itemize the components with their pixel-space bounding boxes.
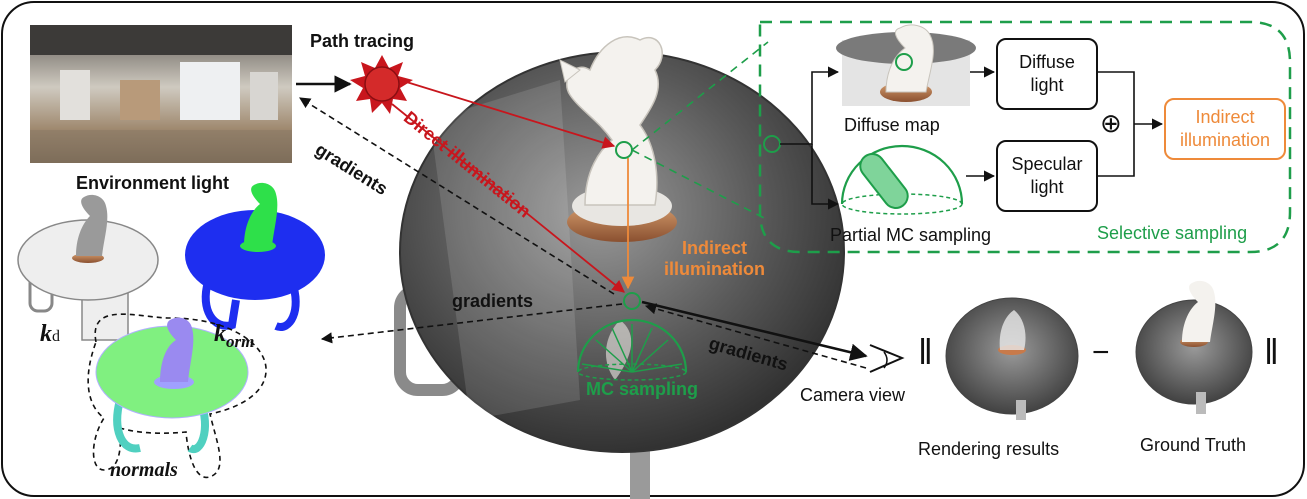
direct-arrow-upper bbox=[399, 79, 616, 149]
camera-view-label: Camera view bbox=[800, 385, 906, 405]
plus-circle-icon: ⊕ bbox=[1100, 108, 1122, 138]
diffuse-light-box: Diffuse light bbox=[996, 38, 1098, 110]
kd-material-image bbox=[17, 194, 159, 341]
gradient-arrow-to-env bbox=[299, 97, 615, 295]
selective-sampling-label: Selective sampling bbox=[1097, 223, 1248, 243]
mc-sampling-label: MC sampling bbox=[586, 379, 699, 399]
eye-icon bbox=[869, 344, 905, 373]
ground-truth-label: Ground Truth bbox=[1140, 435, 1247, 455]
diffuse-map-label: Diffuse map bbox=[844, 115, 940, 135]
specular-light-box: Specular light bbox=[996, 140, 1098, 212]
zoom-line-upper bbox=[631, 41, 769, 151]
ground-truth-image bbox=[1135, 280, 1253, 414]
norm-bar-left: ‖ bbox=[918, 331, 933, 372]
sun-icon bbox=[350, 55, 413, 114]
normals-material-image bbox=[87, 313, 267, 479]
diffuse-map-image bbox=[836, 24, 976, 106]
selective-sampling-region bbox=[758, 20, 1292, 254]
zoom-line-lower bbox=[631, 149, 769, 221]
korm-label: korm bbox=[214, 321, 255, 351]
normals-label: normals bbox=[110, 459, 178, 481]
rendering-results-label: Rendering results bbox=[918, 439, 1060, 459]
partial-mc-sampling-label: Partial MC sampling bbox=[830, 225, 992, 245]
environment-map-image bbox=[30, 25, 292, 163]
path-tracing-label: Path tracing bbox=[310, 31, 415, 51]
surface-point-lower bbox=[623, 292, 641, 310]
partial-hemisphere-icon bbox=[840, 144, 964, 215]
indirect-illumination-label: Indirect illumination bbox=[664, 238, 765, 279]
norm-bar-right: ‖ bbox=[1264, 331, 1279, 372]
minus-sign: − bbox=[1092, 336, 1110, 369]
branch-to-partial-mc bbox=[811, 144, 840, 210]
direct-arrow-lower bbox=[391, 103, 625, 293]
diffuse-to-sum-line bbox=[1098, 71, 1135, 128]
gradients-label-center: gradients bbox=[452, 291, 534, 311]
indirect-illumination-box: Indirect illumination bbox=[1164, 98, 1286, 160]
kd-label: kd bbox=[40, 321, 60, 347]
korm-material-image bbox=[185, 182, 325, 331]
specular-to-sum-line bbox=[1098, 128, 1135, 177]
camera-ray-arrow bbox=[641, 300, 868, 361]
gradient-arrow-from-camera bbox=[644, 303, 867, 369]
scene-render-image bbox=[394, 36, 845, 499]
gradient-arrow-to-materials bbox=[320, 303, 623, 344]
rendering-result-image bbox=[945, 297, 1079, 420]
environment-light-label: Environment light bbox=[76, 173, 229, 193]
hemisphere-icon bbox=[576, 318, 688, 381]
branch-to-diffuse-map bbox=[780, 66, 840, 145]
